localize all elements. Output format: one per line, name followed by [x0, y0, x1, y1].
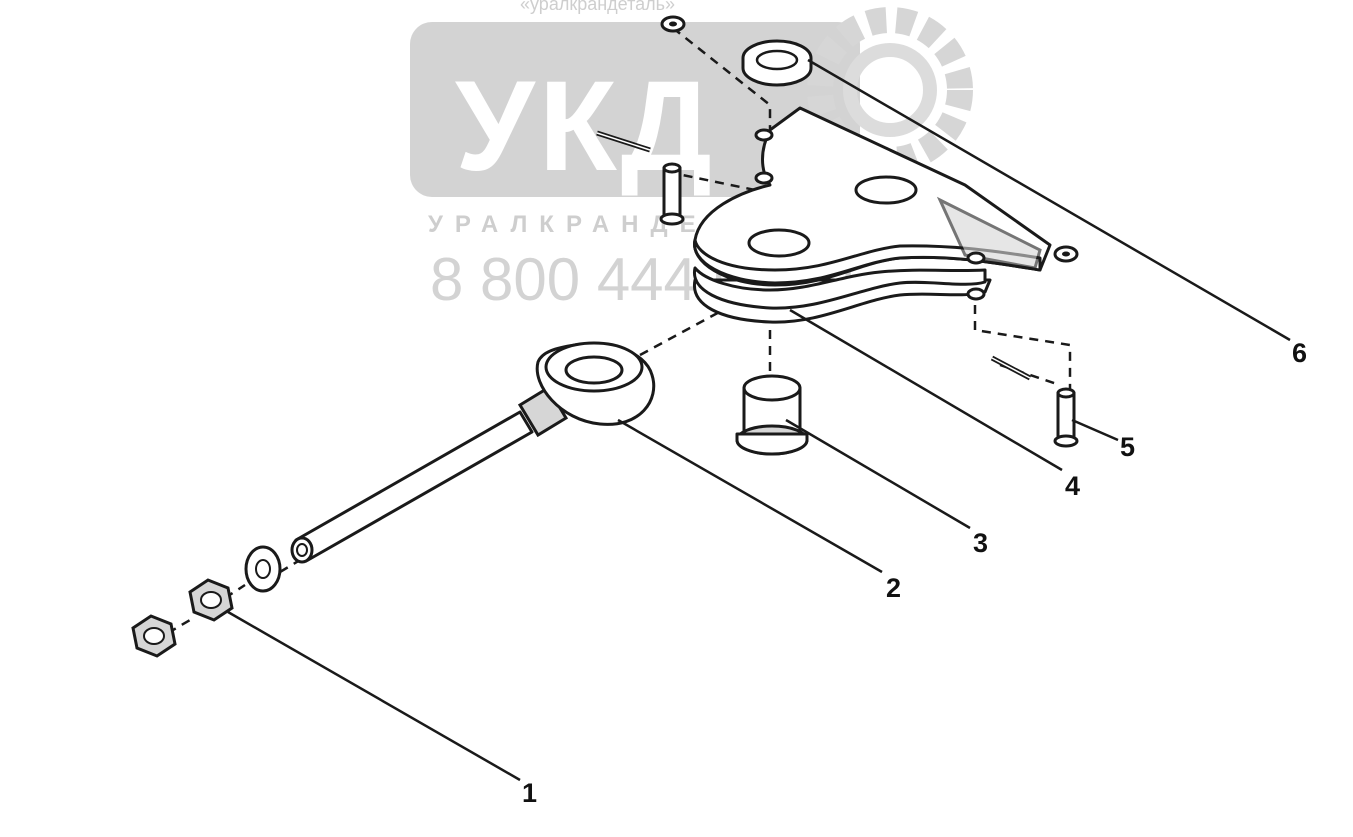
cotter-pin-left [596, 130, 651, 153]
callout-labels: 1 2 3 4 5 6 [522, 338, 1307, 808]
callout-4: 4 [1065, 471, 1080, 501]
callout-6: 6 [1292, 338, 1307, 368]
callout-1: 1 [522, 778, 537, 808]
callout-5: 5 [1120, 432, 1135, 462]
pin-left [659, 162, 685, 226]
part-4-bracket [692, 106, 1052, 324]
watermark-top-text: «уралкрандеталь» [520, 0, 675, 14]
small-washer-top [660, 15, 686, 33]
part-6-ring [741, 39, 813, 87]
part-1-nuts-washer [131, 545, 282, 658]
small-washer-right [1053, 245, 1079, 263]
callout-3: 3 [973, 528, 988, 558]
part-2-eye-bolt [290, 341, 656, 564]
part-3-bushing [735, 374, 809, 456]
leader-lines [227, 58, 1291, 782]
gear-icon [807, 7, 973, 173]
part-5-pin [990, 355, 1079, 448]
callout-2: 2 [886, 573, 901, 603]
